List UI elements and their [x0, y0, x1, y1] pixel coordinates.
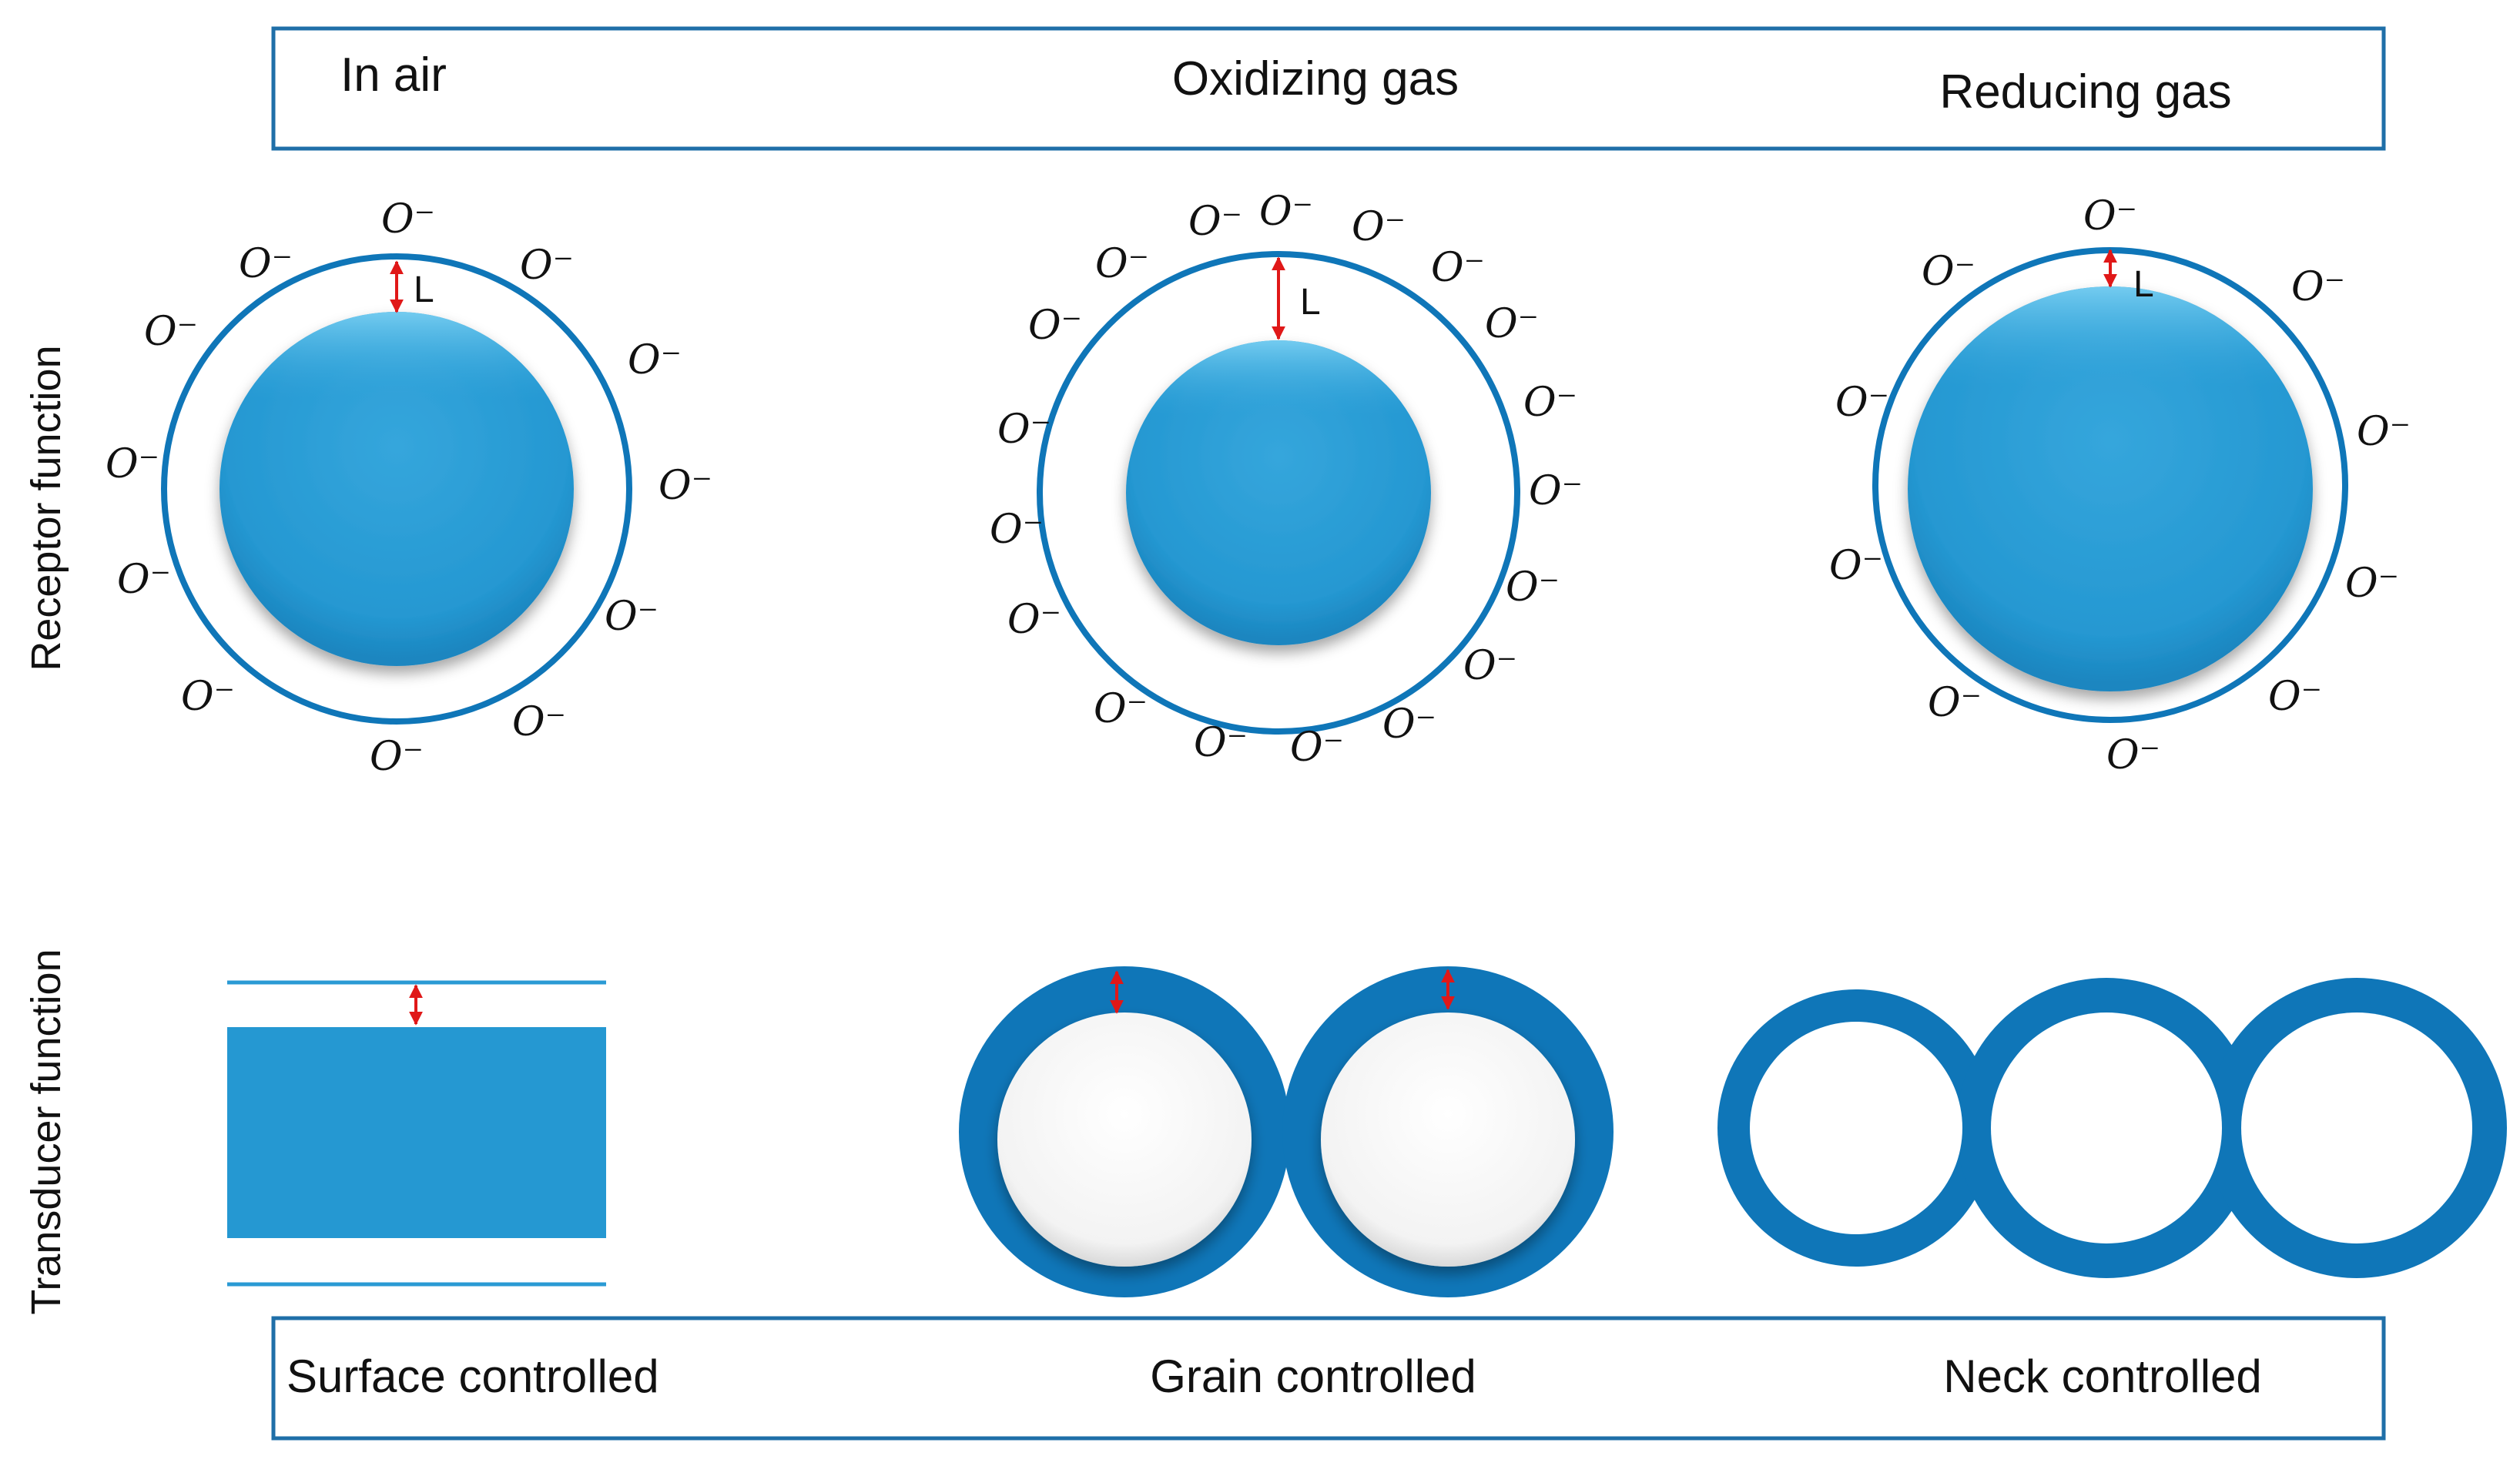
oxygen-ion-label: O⁻ [2083, 193, 2137, 239]
oxygen-ion-label: O⁻ [605, 594, 658, 640]
oxygen-ion-label: O⁻ [1431, 245, 1485, 291]
oxygen-ion-label: O⁻ [1506, 564, 1560, 611]
oxygen-ion-label: O⁻ [997, 407, 1051, 453]
oxygen-ion-label: O⁻ [2345, 561, 2399, 607]
oxygen-ion-label: O⁻ [1529, 468, 1583, 514]
depletion-label: L [1300, 282, 1321, 323]
oxygen-ion-label: O⁻ [117, 557, 171, 603]
film-slab [227, 1027, 606, 1238]
footer-grain-controlled: Grain controlled [1150, 1351, 1476, 1402]
header-box: In air Oxidizing gas Reducing gas [271, 26, 2386, 151]
grain-oxidizing: L [1037, 251, 1520, 735]
oxygen-ion-label: O⁻ [1259, 189, 1313, 235]
oxygen-ion-label: O⁻ [1188, 199, 1242, 245]
header-oxidizing-gas: Oxidizing gas [1172, 52, 1459, 105]
row-label-receptor: Receptor function [23, 345, 69, 671]
adsorbed-oxygen-ions: O⁻ O⁻ O⁻ O⁻ O⁻ O⁻ O⁻ O⁻ O⁻ O⁻ O⁻ O⁻ O⁻ O… [106, 189, 2411, 780]
oxygen-ion-label: O⁻ [1928, 680, 1982, 726]
oxygen-ion-label: O⁻ [1352, 204, 1406, 250]
surface-controlled-film [227, 980, 606, 1287]
oxygen-ion-label: O⁻ [628, 337, 682, 383]
depletion-label: L [2133, 264, 2154, 305]
oxygen-ion-label: O⁻ [990, 507, 1044, 553]
grain-controlled-pair [959, 966, 1614, 1297]
depletion-shell-ring [161, 253, 632, 725]
oxygen-ion-label: O⁻ [2291, 264, 2345, 310]
oxygen-ion-label: O⁻ [106, 441, 159, 487]
grain-pore [1750, 1022, 1962, 1234]
row-label-transducer: Transducer function [23, 949, 69, 1314]
oxygen-ion-label: O⁻ [1028, 303, 1082, 349]
oxygen-ion-label: O⁻ [2357, 409, 2411, 455]
oxygen-ion-label: O⁻ [2268, 674, 2322, 720]
grain-core [1321, 1012, 1575, 1267]
oxygen-ion-label: O⁻ [144, 309, 198, 355]
oxygen-ion-label: O⁻ [1194, 720, 1248, 766]
footer-box: Surface controlled Grain controlled Neck… [271, 1316, 2386, 1441]
oxygen-ion-label: O⁻ [1922, 249, 1975, 295]
oxygen-ion-label: O⁻ [1829, 543, 1883, 589]
oxygen-ion-label: O⁻ [1485, 301, 1539, 347]
header-reducing-gas: Reducing gas [1939, 65, 2231, 119]
header-in-air: In air [340, 49, 447, 102]
depletion-shell-ring [1037, 251, 1520, 735]
oxygen-ion-label: O⁻ [1290, 725, 1344, 771]
oxygen-ion-label: O⁻ [1094, 686, 1148, 732]
oxygen-ion-label: O⁻ [512, 699, 566, 745]
oxygen-ion-label: O⁻ [239, 241, 293, 287]
oxygen-ion-label: O⁻ [370, 734, 424, 780]
footer-surface-controlled: Surface controlled [287, 1351, 659, 1402]
oxygen-ion-label: O⁻ [2106, 732, 2160, 778]
oxygen-ion-label: O⁻ [181, 674, 235, 720]
oxygen-ion-label: O⁻ [520, 243, 574, 289]
neck-controlled-chain [1717, 978, 2507, 1278]
footer-neck-controlled: Neck controlled [1943, 1351, 2262, 1402]
oxygen-ion-label: O⁻ [1463, 643, 1517, 689]
oxygen-ion-label: O⁻ [658, 463, 712, 509]
grain-pore [1991, 1012, 2222, 1243]
grain-reducing: L [1872, 247, 2348, 723]
oxygen-ion-label: O⁻ [381, 196, 435, 243]
oxygen-ion-label: O⁻ [1523, 380, 1577, 426]
grain-in-air: L [161, 253, 632, 725]
depletion-label: L [414, 269, 434, 310]
oxygen-ion-label: O⁻ [1382, 701, 1436, 748]
grain-pore [2241, 1012, 2472, 1243]
oxygen-ion-label: O⁻ [1835, 380, 1889, 426]
oxygen-ion-label: O⁻ [1007, 597, 1061, 643]
oxygen-ion-label: O⁻ [1095, 241, 1149, 287]
grain-core [997, 1012, 1252, 1267]
